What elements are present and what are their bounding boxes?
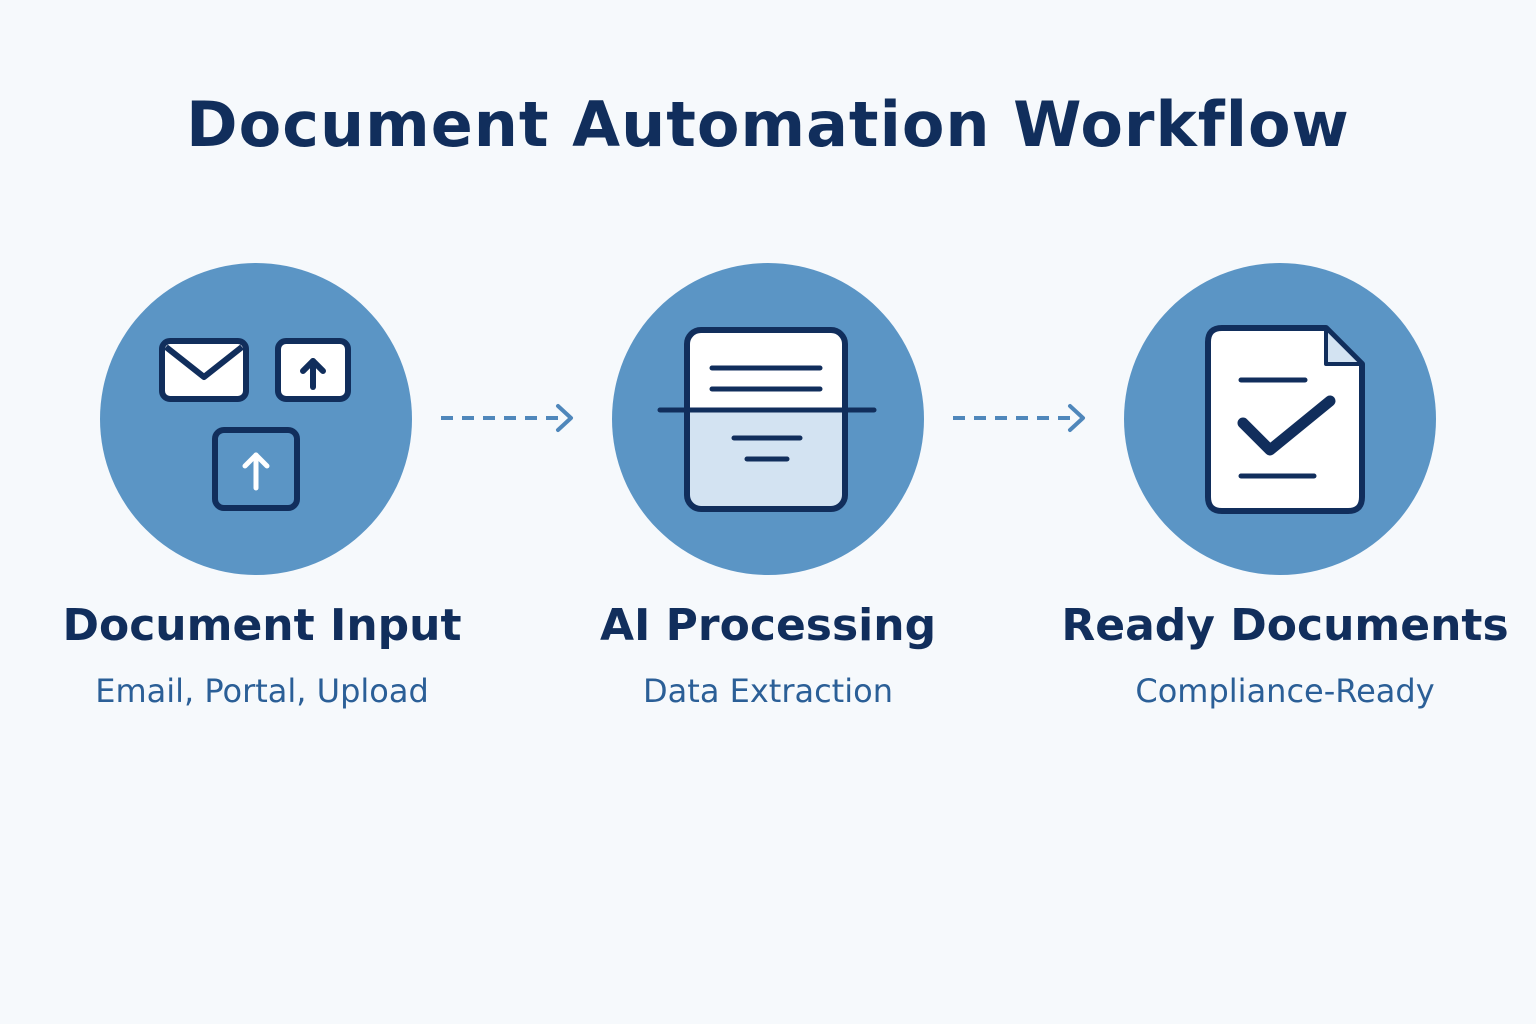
upload-icon (212, 427, 300, 511)
step-title-ai-processing: AI Processing (599, 600, 937, 651)
envelope-icon (159, 338, 249, 402)
step-subtitle-document-input: Email, Portal, Upload (95, 672, 429, 710)
document-check-icon (1205, 325, 1365, 514)
step-title-ready-documents: Ready Documents (1061, 600, 1509, 651)
document-scan-icon (657, 327, 877, 512)
step-circle-ready-documents (1124, 263, 1436, 575)
diagram-title: Document Automation Workflow (186, 88, 1350, 161)
step-title-document-input: Document Input (62, 600, 462, 651)
step-circle-document-input (100, 263, 412, 575)
dashed-arrow-icon (441, 404, 573, 432)
upload-icon (275, 338, 351, 402)
dashed-arrow-icon (953, 404, 1085, 432)
step-subtitle-ai-processing: Data Extraction (643, 672, 893, 710)
step-subtitle-ready-documents: Compliance-Ready (1135, 672, 1435, 710)
step-circle-ai-processing (612, 263, 924, 575)
